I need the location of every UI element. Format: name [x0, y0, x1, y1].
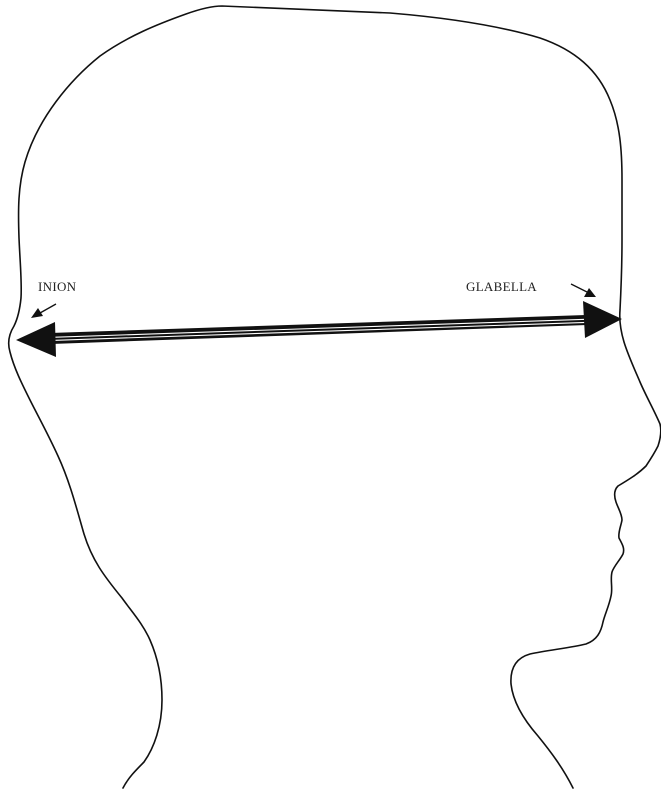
arrowhead-glabella: [583, 301, 622, 338]
head-outline: [9, 6, 661, 788]
label-inion: INION: [38, 279, 77, 294]
glabella-pointer-arrow: [571, 284, 596, 297]
arrowhead-inion: [16, 322, 56, 357]
label-glabella: GLABELLA: [466, 279, 537, 294]
arrow-shaft-highlight-upper: [52, 319, 586, 337]
arrow-shaft: [50, 315, 587, 344]
inion-pointer-arrow: [31, 304, 56, 318]
measurement-arrow: [16, 301, 622, 357]
